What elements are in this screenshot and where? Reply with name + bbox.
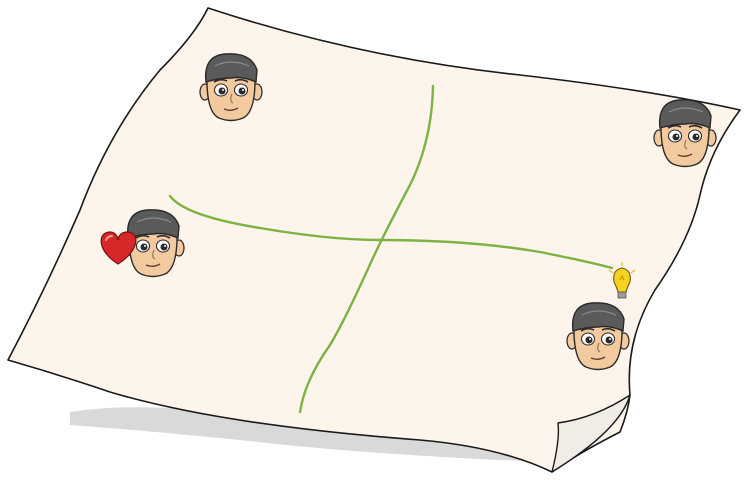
quadrant-illustration	[0, 0, 746, 483]
